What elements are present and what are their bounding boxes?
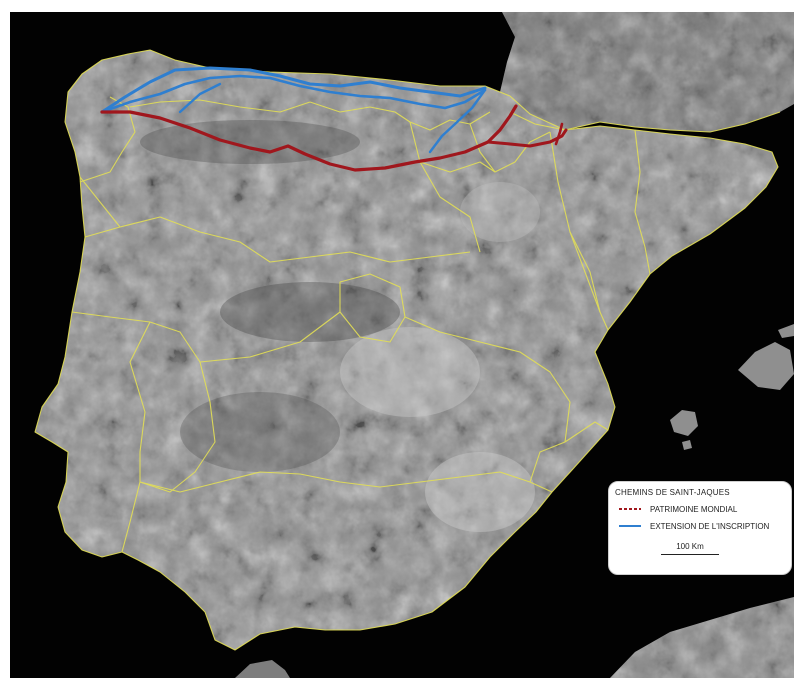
island-menorca bbox=[778, 324, 794, 338]
legend-item-extension: EXTENSION DE L'INSCRIPTION bbox=[619, 520, 769, 532]
border-portugal bbox=[79, 176, 151, 553]
border-murcia bbox=[529, 441, 566, 483]
route-extension-coast bbox=[100, 66, 487, 114]
terrain-light-patch bbox=[340, 327, 480, 417]
scale-label: 100 Km bbox=[676, 542, 704, 551]
legend-item-label: EXTENSION DE L'INSCRIPTION bbox=[650, 521, 770, 531]
land-france-texture bbox=[500, 12, 794, 132]
extension-line-icon bbox=[619, 525, 641, 527]
regional-borders bbox=[34, 49, 781, 651]
border-madrid bbox=[339, 273, 406, 343]
land-iberia-texture bbox=[35, 50, 778, 650]
border-basque bbox=[409, 111, 491, 131]
scale-bar bbox=[661, 554, 719, 555]
island-formentera bbox=[682, 440, 692, 450]
border-castilla-la-mancha bbox=[199, 311, 571, 443]
border-extremadura bbox=[71, 311, 216, 493]
world-heritage-line-icon bbox=[619, 508, 641, 510]
border-catalonia bbox=[634, 129, 651, 275]
border-pyrenees bbox=[509, 111, 781, 133]
map-canvas bbox=[10, 12, 794, 678]
border-castilla-leon-east bbox=[409, 121, 481, 253]
border-rioja bbox=[419, 161, 496, 173]
terrain-light-patch bbox=[460, 182, 540, 242]
legend-title: CHEMINS DE SAINT-JAQUES bbox=[615, 488, 730, 497]
terrain-dark-patch bbox=[140, 120, 360, 164]
terrain-dark-patch bbox=[220, 282, 400, 342]
legend-item-world-heritage: PATRIMOINE MONDIAL bbox=[619, 503, 737, 515]
route-extension-south bbox=[178, 82, 222, 114]
border-cantabria bbox=[309, 101, 411, 123]
terrain-dark-patch bbox=[180, 392, 340, 472]
land-north-africa-west bbox=[235, 660, 290, 678]
terrain-light-patch bbox=[425, 452, 535, 532]
island-ibiza bbox=[670, 410, 698, 436]
border-aragon bbox=[549, 131, 609, 331]
border-galicia bbox=[79, 96, 136, 183]
land-north-africa-texture bbox=[610, 597, 794, 678]
route-world-heritage-somport bbox=[554, 122, 564, 146]
route-extension-connector bbox=[428, 88, 487, 154]
coastline-outline bbox=[34, 49, 779, 651]
routes bbox=[100, 66, 568, 172]
route-extension-inland bbox=[100, 74, 487, 114]
route-world-heritage-navarra bbox=[486, 128, 568, 148]
border-valencia bbox=[564, 231, 609, 443]
legend-item-label: PATRIMOINE MONDIAL bbox=[650, 504, 738, 514]
satellite-map[interactable]: CHEMINS DE SAINT-JAQUES PATRIMOINE MONDI… bbox=[10, 12, 794, 678]
island-mallorca bbox=[738, 342, 794, 390]
border-castilla-leon-south bbox=[84, 216, 471, 263]
map-legend: CHEMINS DE SAINT-JAQUES PATRIMOINE MONDI… bbox=[608, 481, 792, 575]
border-asturias bbox=[129, 99, 311, 113]
border-andalucia bbox=[139, 471, 553, 493]
